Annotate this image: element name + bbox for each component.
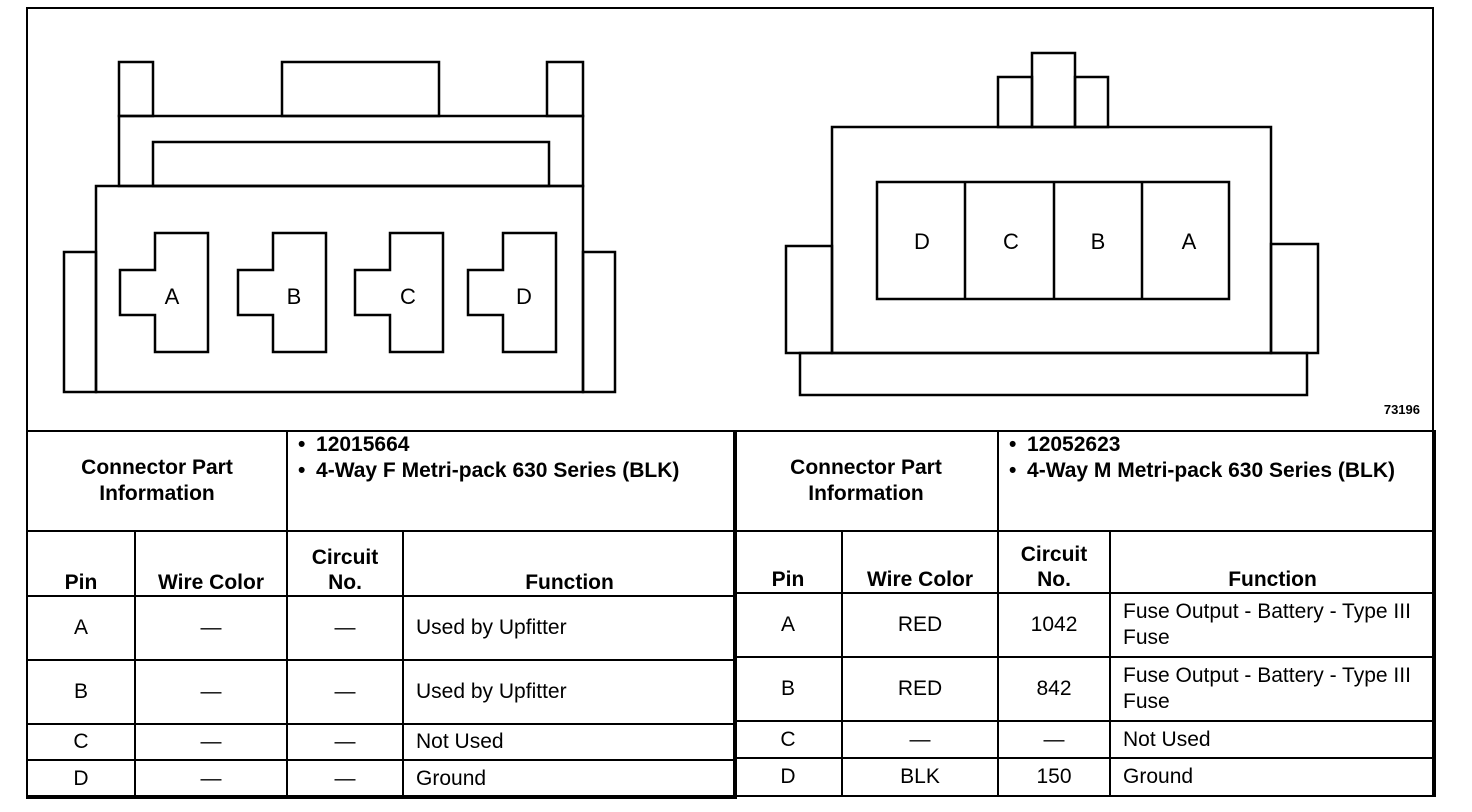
pin-cell: B xyxy=(733,656,843,722)
header-wire-color: Wire Color xyxy=(840,530,1000,594)
pin-cell: A xyxy=(26,595,136,661)
circuit-cell: — xyxy=(286,659,405,725)
part-number: 12052623 xyxy=(1005,432,1428,458)
function-cell: Used by Upfitter xyxy=(402,595,738,661)
table-row: D — — Ground xyxy=(26,759,738,799)
connector-description: 4-Way M Metri-pack 630 Series (BLK) xyxy=(1005,458,1428,484)
function-cell: Ground xyxy=(402,759,738,799)
header-circuit: Circuit No. xyxy=(286,530,405,597)
figure-id: 73196 xyxy=(1383,402,1420,417)
wire-color-cell: — xyxy=(133,595,289,661)
pin-cell: C xyxy=(733,720,843,759)
header-pin: Pin xyxy=(733,530,843,594)
wire-color-cell: BLK xyxy=(840,757,1000,797)
circuit-cell: — xyxy=(286,759,405,799)
function-cell: Not Used xyxy=(1109,720,1437,759)
male-connector-outline xyxy=(784,51,1320,397)
wire-color-cell: RED xyxy=(840,592,1000,658)
wire-color-cell: — xyxy=(840,720,1000,759)
circuit-cell: — xyxy=(286,723,405,761)
function-cell: Not Used xyxy=(402,723,738,761)
table-row: B — — Used by Upfitter xyxy=(26,659,738,725)
connector-description: 4-Way F Metri-pack 630 Series (BLK) xyxy=(294,458,729,484)
cavity-label: A xyxy=(165,284,180,309)
wire-color-cell: — xyxy=(133,759,289,799)
pin-cell: B xyxy=(26,659,136,725)
connector-drawings: A B C D D C B A xyxy=(62,51,1320,397)
header-wire-color: Wire Color xyxy=(133,530,289,597)
header-circuit: Circuit No. xyxy=(997,530,1112,594)
pin-cell: D xyxy=(733,757,843,797)
circuit-cell: 1042 xyxy=(997,592,1112,658)
wire-color-cell: — xyxy=(133,659,289,725)
function-cell: Used by Upfitter xyxy=(402,659,738,725)
cavity-label: B xyxy=(287,284,302,309)
pin-cell: C xyxy=(26,723,136,761)
function-cell: Ground xyxy=(1109,757,1437,797)
circuit-cell: 150 xyxy=(997,757,1112,797)
cavity-label: D xyxy=(516,284,532,309)
pin-cell: D xyxy=(26,759,136,799)
wire-color-cell: RED xyxy=(840,656,1000,722)
cavity-label: C xyxy=(1003,229,1019,254)
connector-info: 12052623 4-Way M Metri-pack 630 Series (… xyxy=(997,430,1437,532)
function-cell: Fuse Output - Battery - Type III Fuse xyxy=(1109,592,1437,658)
part-number: 12015664 xyxy=(294,432,729,458)
circuit-cell: — xyxy=(997,720,1112,759)
cavity-label: D xyxy=(914,229,930,254)
table-row: A RED 1042 Fuse Output - Battery - Type … xyxy=(733,592,1437,658)
table-row: C — — Not Used xyxy=(733,720,1437,759)
cavity-label: B xyxy=(1091,229,1106,254)
female-connector-outline xyxy=(62,60,617,394)
function-cell: Fuse Output - Battery - Type III Fuse xyxy=(1109,656,1437,722)
cavity-label: C xyxy=(400,284,416,309)
female-connector-table: Connector Part Information 12015664 4-Wa… xyxy=(25,430,738,799)
table-row: A — — Used by Upfitter xyxy=(26,595,738,661)
wire-color-cell: — xyxy=(133,723,289,761)
table-row: D BLK 150 Ground xyxy=(733,757,1437,797)
circuit-cell: 842 xyxy=(997,656,1112,722)
connector-info-label: Connector Part Information xyxy=(732,430,1000,532)
male-connector-table: Connector Part Information 12052623 4-Wa… xyxy=(732,430,1437,797)
circuit-cell: — xyxy=(286,595,405,661)
header-pin: Pin xyxy=(26,530,136,597)
connector-info: 12015664 4-Way F Metri-pack 630 Series (… xyxy=(286,430,738,532)
connector-info-label: Connector Part Information xyxy=(25,430,289,532)
table-row: C — — Not Used xyxy=(26,723,738,761)
header-function: Function xyxy=(1109,530,1437,594)
cavity-label: A xyxy=(1182,229,1197,254)
table-row: B RED 842 Fuse Output - Battery - Type I… xyxy=(733,656,1437,722)
pin-cell: A xyxy=(733,592,843,658)
header-function: Function xyxy=(402,530,738,597)
